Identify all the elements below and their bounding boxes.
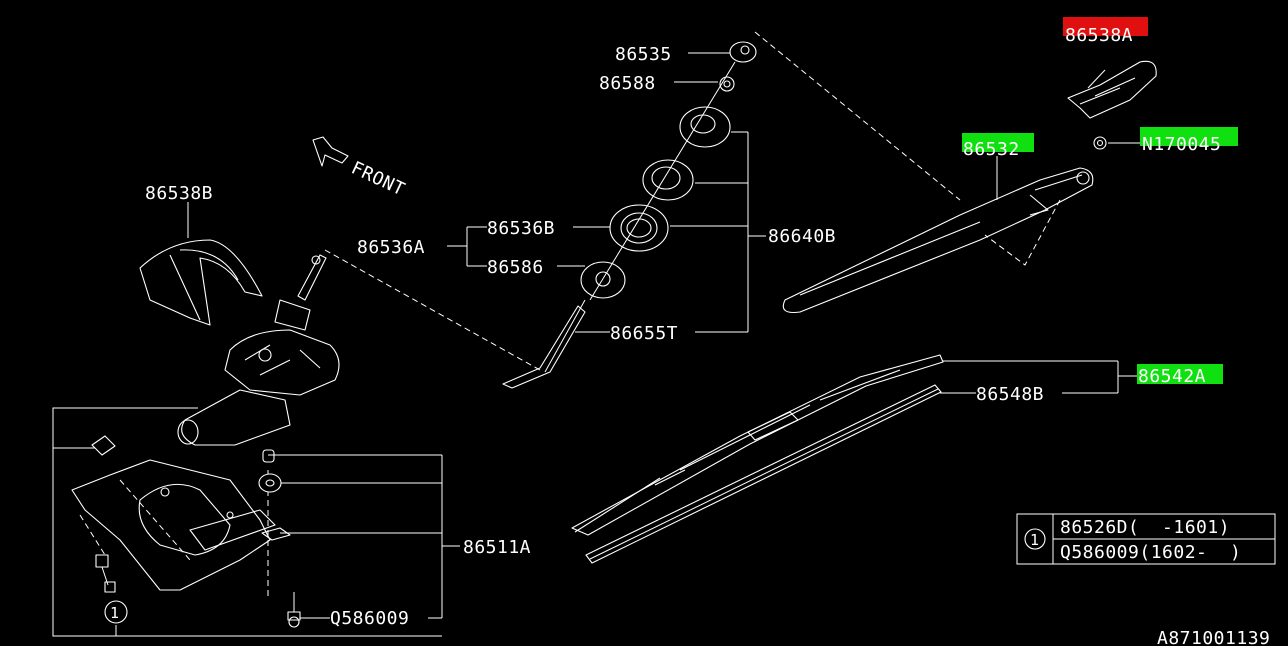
label-86640b[interactable]: 86640B [768, 226, 836, 247]
screw-q586009-part [287, 592, 301, 628]
label-86536b[interactable]: 86536B [487, 218, 555, 239]
label-86548b[interactable]: 86548B [976, 384, 1044, 405]
highlight-86532[interactable] [962, 133, 1034, 152]
wiper-arm-86532-part [782, 167, 1094, 314]
label-86538b[interactable]: 86538B [145, 183, 213, 204]
label-86511a[interactable]: 86511A [463, 537, 531, 558]
label-86532[interactable]: 86532 [963, 139, 1020, 160]
label-86588[interactable]: 86588 [599, 73, 656, 94]
legend-row-1[interactable]: 86526D( -1601) [1060, 517, 1230, 538]
label-n170045[interactable]: N170045 [1142, 134, 1221, 155]
label-86542a[interactable]: 86542A [1138, 366, 1206, 387]
callout-1[interactable]: 1 [104, 600, 128, 624]
highlight-86538a[interactable] [1063, 17, 1148, 36]
callout-1-number: 1 [110, 604, 120, 622]
label-q586009[interactable]: Q586009 [330, 608, 409, 629]
wiper-motor-part [177, 254, 340, 446]
leader-lines [52, 52, 1140, 637]
wiper-blade-86542a-part [571, 354, 944, 536]
label-86586[interactable]: 86586 [487, 257, 544, 278]
legend-table: 1 86526D( -1601) Q586009(1602- ) [1016, 513, 1276, 565]
label-86536a[interactable]: 86536A [357, 237, 425, 258]
cover-86538b-part [139, 239, 263, 326]
label-86535[interactable]: 86535 [615, 44, 672, 65]
nut-n170045-part [1093, 136, 1107, 150]
highlight-86542a[interactable] [1137, 364, 1223, 384]
bracket-part [71, 435, 276, 591]
pivot-shaft-86655t-part [502, 299, 586, 389]
diagram-id: A871001139 [1157, 628, 1270, 646]
label-86538a[interactable]: 86538A [1065, 25, 1133, 46]
stacked-seals-part [580, 41, 757, 301]
legend-number: 1 [1030, 531, 1040, 549]
label-86655t[interactable]: 86655T [610, 323, 678, 344]
cap-86538a-part [1067, 60, 1157, 119]
wiper-rubber-86548b-part [585, 384, 942, 564]
highlight-n170045[interactable] [1140, 127, 1238, 146]
bolt-part [95, 554, 116, 593]
grommet-86511a-part [258, 449, 291, 541]
legend-row-2[interactable]: Q586009(1602- ) [1060, 542, 1241, 563]
front-arrow-icon [312, 136, 349, 167]
